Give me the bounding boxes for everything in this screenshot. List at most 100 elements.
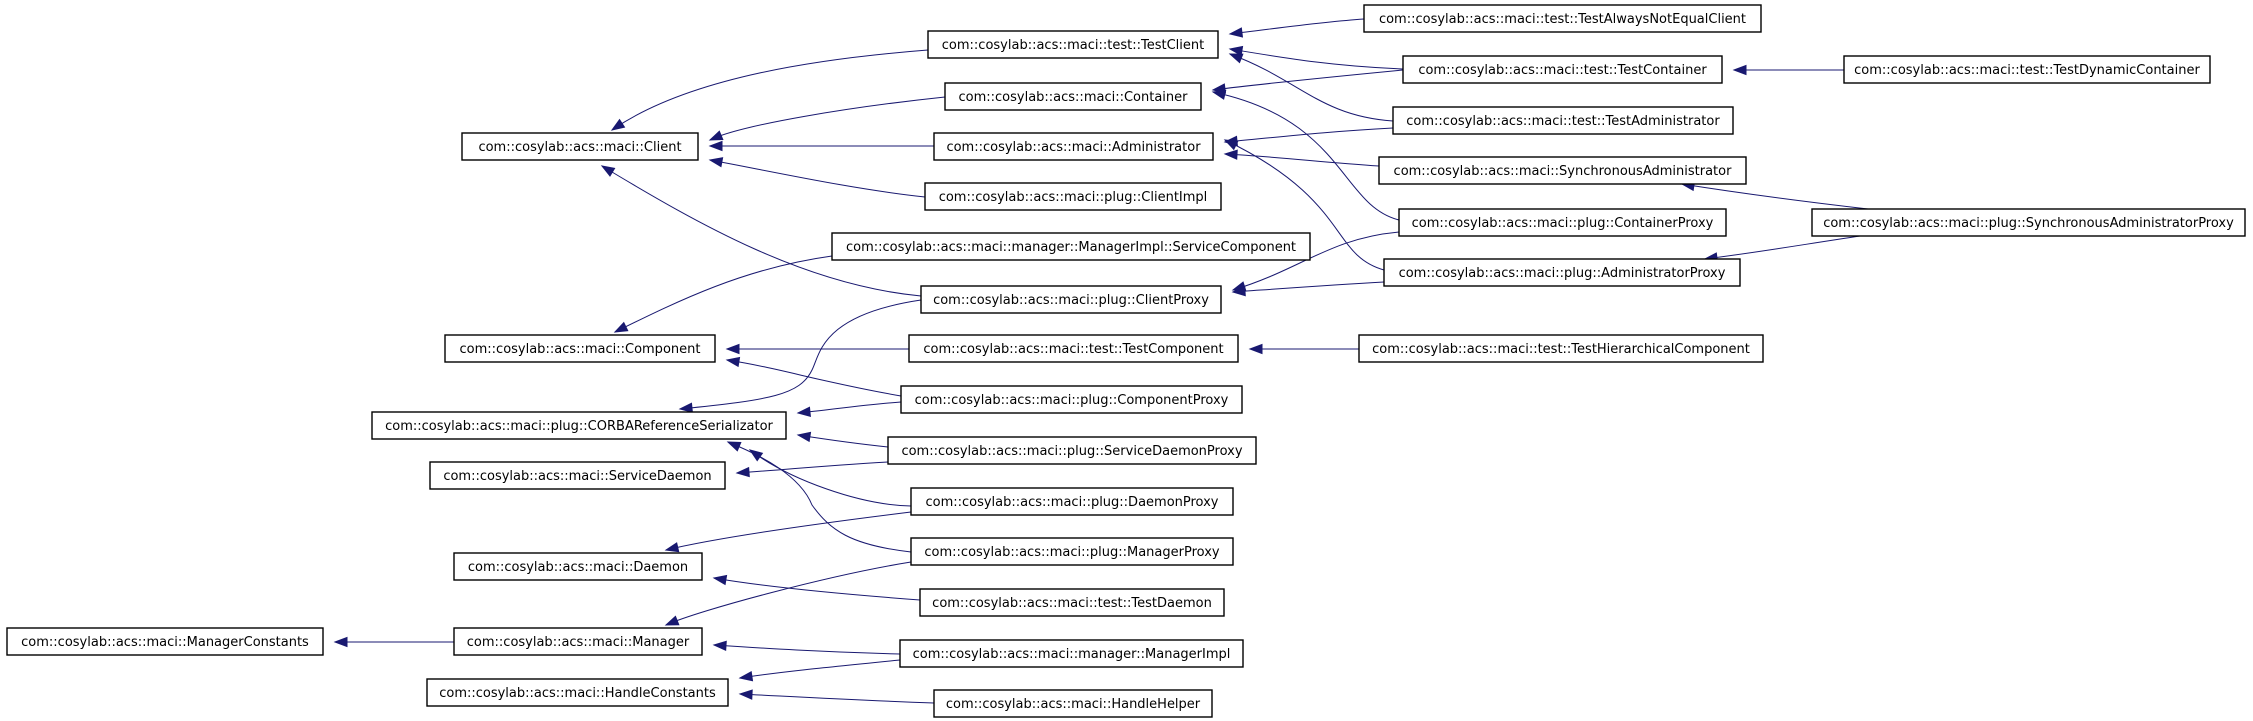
arrowhead-icon [1211, 89, 1227, 100]
edge-line [739, 659, 901, 679]
edge-container-to-client [708, 96, 946, 141]
class-node-handlehelper[interactable]: com::cosylab::acs::maci::HandleHelper [933, 689, 1213, 718]
edge-administratorproxy-to-administrator [1223, 139, 1385, 271]
class-label: com::cosylab::acs::maci::HandleHelper [946, 697, 1201, 712]
class-label: com::cosylab::acs::maci::Manager [467, 635, 690, 650]
class-node-testclient[interactable]: com::cosylab::acs::maci::test::TestClien… [927, 30, 1219, 59]
class-node-synchronousadministrator[interactable]: com::cosylab::acs::maci::SynchronousAdmi… [1378, 156, 1747, 185]
edge-administratorproxy-to-clientproxy [1231, 281, 1385, 297]
class-node-testadministrator[interactable]: com::cosylab::acs::maci::test::TestAdmin… [1392, 106, 1734, 135]
class-box [944, 82, 1202, 111]
edge-synchronousadministratorproxy-to-administratorproxy [1703, 235, 1861, 263]
class-label: com::cosylab::acs::maci::manager::Manage… [913, 647, 1231, 662]
class-label: com::cosylab::acs::maci::HandleConstants [439, 686, 716, 701]
arrowhead-icon [1228, 45, 1244, 57]
edge-line [1229, 53, 1394, 122]
edge-line [611, 49, 929, 131]
class-node-clientproxy[interactable]: com::cosylab::acs::maci::plug::ClientPro… [920, 285, 1222, 314]
class-label: com::cosylab::acs::maci::Administrator [946, 140, 1201, 155]
class-box [927, 30, 1219, 59]
class-node-testhierarchicalcomponent[interactable]: com::cosylab::acs::maci::test::TestHiera… [1358, 334, 1764, 363]
class-label: com::cosylab::acs::maci::test::TestHiera… [1372, 342, 1750, 357]
class-node-managerconstants[interactable]: com::cosylab::acs::maci::ManagerConstant… [6, 627, 324, 656]
class-node-componentproxy[interactable]: com::cosylab::acs::maci::plug::Component… [900, 385, 1243, 414]
edge-testcontainer-to-container [1211, 69, 1404, 94]
class-node-administratorproxy[interactable]: com::cosylab::acs::maci::plug::Administr… [1383, 258, 1741, 287]
edge-servicedaemonproxy-to-servicedaemon [735, 461, 889, 478]
class-label: com::cosylab::acs::maci::plug::Component… [915, 393, 1229, 408]
edge-line [1224, 153, 1380, 167]
class-node-servicedaemonproxy[interactable]: com::cosylab::acs::maci::plug::ServiceDa… [887, 436, 1257, 465]
arrowhead-icon [796, 431, 812, 443]
class-node-testdaemon[interactable]: com::cosylab::acs::maci::test::TestDaemo… [919, 588, 1225, 617]
arrowhead-icon [735, 466, 750, 478]
edge-line [614, 255, 833, 333]
class-node-container[interactable]: com::cosylab::acs::maci::Container [944, 82, 1202, 111]
class-node-managerproxy[interactable]: com::cosylab::acs::maci::plug::ManagerPr… [910, 537, 1234, 566]
edge-handlehelper-to-handleconstants [738, 689, 935, 704]
arrowhead-icon [796, 406, 811, 417]
arrowhead-icon [610, 118, 626, 131]
class-box [461, 132, 699, 161]
edge-clientimpl-to-client [708, 157, 926, 198]
class-box [444, 334, 716, 363]
class-node-handleconstants[interactable]: com::cosylab::acs::maci::HandleConstants [426, 678, 729, 707]
class-node-testalwaysnotequalclient[interactable]: com::cosylab::acs::maci::test::TestAlway… [1363, 4, 1762, 33]
class-node-clientimpl[interactable]: com::cosylab::acs::maci::plug::ClientImp… [924, 182, 1222, 211]
class-box [1363, 4, 1762, 33]
class-box [1358, 334, 1764, 363]
class-node-client[interactable]: com::cosylab::acs::maci::Client [461, 132, 699, 161]
edge-clientproxy-to-corbareferenceserializator [678, 299, 922, 413]
class-label: com::cosylab::acs::maci::plug::ManagerPr… [924, 545, 1219, 560]
arrowhead-icon [333, 636, 348, 648]
class-node-synchronousadministratorproxy[interactable]: com::cosylab::acs::maci::plug::Synchrono… [1811, 208, 2246, 237]
edge-testcomponent-to-component [725, 343, 909, 355]
arrowhead-icon [712, 640, 727, 652]
class-node-administrator[interactable]: com::cosylab::acs::maci::Administrator [933, 132, 1214, 161]
class-box [1402, 55, 1723, 84]
edge-testadministrator-to-testclient [1228, 53, 1394, 122]
edge-testalwaysnotequalclient-to-testclient [1228, 18, 1365, 38]
class-label: com::cosylab::acs::maci::plug::ClientPro… [933, 293, 1209, 308]
arrowhead-icon [1732, 64, 1747, 76]
edge-testhierarchicalcomponent-to-testcomponent [1248, 343, 1359, 355]
class-node-servicecomponent[interactable]: com::cosylab::acs::maci::manager::Manage… [831, 232, 1311, 261]
edge-componentproxy-to-corbareferenceserializator [796, 401, 902, 417]
class-node-component[interactable]: com::cosylab::acs::maci::Component [444, 334, 716, 363]
class-node-managerimpl[interactable]: com::cosylab::acs::maci::manager::Manage… [899, 639, 1244, 668]
class-node-testdynamiccontainer[interactable]: com::cosylab::acs::maci::test::TestDynam… [1843, 55, 2211, 84]
nodes: com::cosylab::acs::maci::Clientcom::cosy… [6, 4, 2246, 718]
edge-testcontainer-to-testclient [1228, 45, 1404, 70]
edge-managerimpl-to-manager [712, 640, 901, 655]
class-node-daemonproxy[interactable]: com::cosylab::acs::maci::plug::DaemonPro… [910, 487, 1234, 516]
edge-line [601, 165, 922, 297]
edge-synchronousadministratorproxy-to-synchronousadministrator [1680, 180, 1869, 210]
class-node-containerproxy[interactable]: com::cosylab::acs::maci::plug::Container… [1398, 208, 1727, 237]
arrowhead-icon [708, 130, 724, 141]
arrowhead-icon [1223, 139, 1239, 151]
class-label: com::cosylab::acs::maci::test::TestCompo… [923, 342, 1223, 357]
edge-daemonproxy-to-corbareferenceserializator [748, 449, 912, 507]
class-node-testcomponent[interactable]: com::cosylab::acs::maci::test::TestCompo… [908, 334, 1239, 363]
arrowhead-icon [1223, 149, 1238, 160]
class-box [1398, 208, 1727, 237]
class-label: com::cosylab::acs::maci::plug::Synchrono… [1823, 216, 2234, 231]
edge-line [1224, 139, 1385, 271]
edge-line [713, 644, 901, 655]
class-node-manager[interactable]: com::cosylab::acs::maci::Manager [453, 627, 703, 656]
arrowhead-icon [1228, 27, 1244, 38]
edge-line [679, 299, 922, 410]
class-node-servicedaemon[interactable]: com::cosylab::acs::maci::ServiceDaemon [429, 461, 726, 490]
class-node-daemon[interactable]: com::cosylab::acs::maci::Daemon [453, 552, 703, 581]
class-node-corbareferenceserializator[interactable]: com::cosylab::acs::maci::plug::CORBARefe… [371, 411, 787, 440]
class-label: com::cosylab::acs::maci::test::TestClien… [942, 38, 1204, 53]
edge-line [1224, 127, 1394, 143]
edge-managerproxy-to-manager [664, 561, 912, 626]
class-box [910, 537, 1234, 566]
class-label: com::cosylab::acs::maci::Component [460, 342, 701, 357]
class-label: com::cosylab::acs::maci::plug::ServiceDa… [901, 444, 1242, 459]
class-node-testcontainer[interactable]: com::cosylab::acs::maci::test::TestConta… [1402, 55, 1723, 84]
class-box [1383, 258, 1741, 287]
edge-line [797, 401, 902, 414]
